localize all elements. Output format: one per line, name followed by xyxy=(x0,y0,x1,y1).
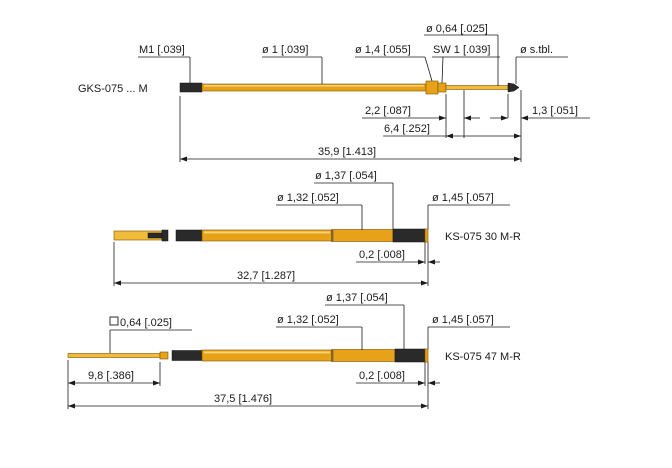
dim-137-2: ø 1,37 [.054] xyxy=(315,170,377,182)
dim-total-1: 35,9 [1.413] xyxy=(318,146,376,158)
probe-2-slot xyxy=(147,232,163,239)
dim-total-3: 37,5 [1.476] xyxy=(214,393,272,405)
probe-1-tip xyxy=(507,82,520,93)
probe-3-name: KS-075 47 M-R xyxy=(445,351,521,363)
dim-145-3: ø 1,45 [.057] xyxy=(432,314,494,326)
dim-137-3: ø 1,37 [.054] xyxy=(326,292,388,304)
dim-thread: M1 [.039] xyxy=(139,44,185,56)
probe-3: KS-075 47 M-R 0,64 [.025] ø 1,37 [.054] … xyxy=(67,292,521,409)
probe-3-sleeve xyxy=(332,349,396,362)
probe-1-name: GKS-075 ... M xyxy=(78,83,148,95)
dim-total-2: 32,7 [1.287] xyxy=(237,270,295,282)
dim-dia-1: ø 1 [.039] xyxy=(262,44,308,56)
probe-1-collar xyxy=(425,80,439,95)
probe-1-plunger xyxy=(445,85,509,90)
square-icon xyxy=(109,316,119,326)
probe-2-name: KS-075 30 M-R xyxy=(445,231,521,243)
dim-98: 9,8 [.386] xyxy=(88,370,134,382)
dim-132-2: ø 1,32 [.052] xyxy=(277,192,339,204)
probe-1-hex xyxy=(437,82,447,93)
probe-2-knurl xyxy=(175,229,203,242)
dim-02-2: 0,2 [.008] xyxy=(359,249,405,261)
dim-13: 1,3 [.051] xyxy=(532,105,578,117)
dim-145-2: ø 1,45 [.057] xyxy=(432,192,494,204)
probe-2-sleeve xyxy=(332,229,394,242)
probe-3-pin xyxy=(67,353,161,358)
dim-02-3: 0,2 [.008] xyxy=(359,370,405,382)
dim-sw: SW 1 [.039] xyxy=(433,44,490,56)
probe-2-head xyxy=(392,228,426,243)
probe-1: GKS-075 ... M M1 [.039] ø 1 [.039] ø 1,4… xyxy=(78,23,590,162)
dim-tip: ø s.tbl. xyxy=(520,44,553,56)
dim-64: 6,4 [.252] xyxy=(384,123,430,135)
dim-22: 2,2 [.087] xyxy=(365,105,411,117)
probe-2: KS-075 30 M-R ø 1,37 [.054] ø 1,32 [.052… xyxy=(113,170,521,286)
dim-dia-14: ø 1,4 [.055] xyxy=(355,44,411,56)
dim-dia-064: ø 0,64 [.025] xyxy=(426,23,488,35)
probe-3-head xyxy=(394,348,426,363)
dim-132-3: ø 1,32 [.052] xyxy=(277,314,339,326)
probe-3-knurl xyxy=(171,350,203,361)
probe-1-thread xyxy=(179,82,203,93)
dim-sq: 0,64 [.025] xyxy=(120,317,172,329)
